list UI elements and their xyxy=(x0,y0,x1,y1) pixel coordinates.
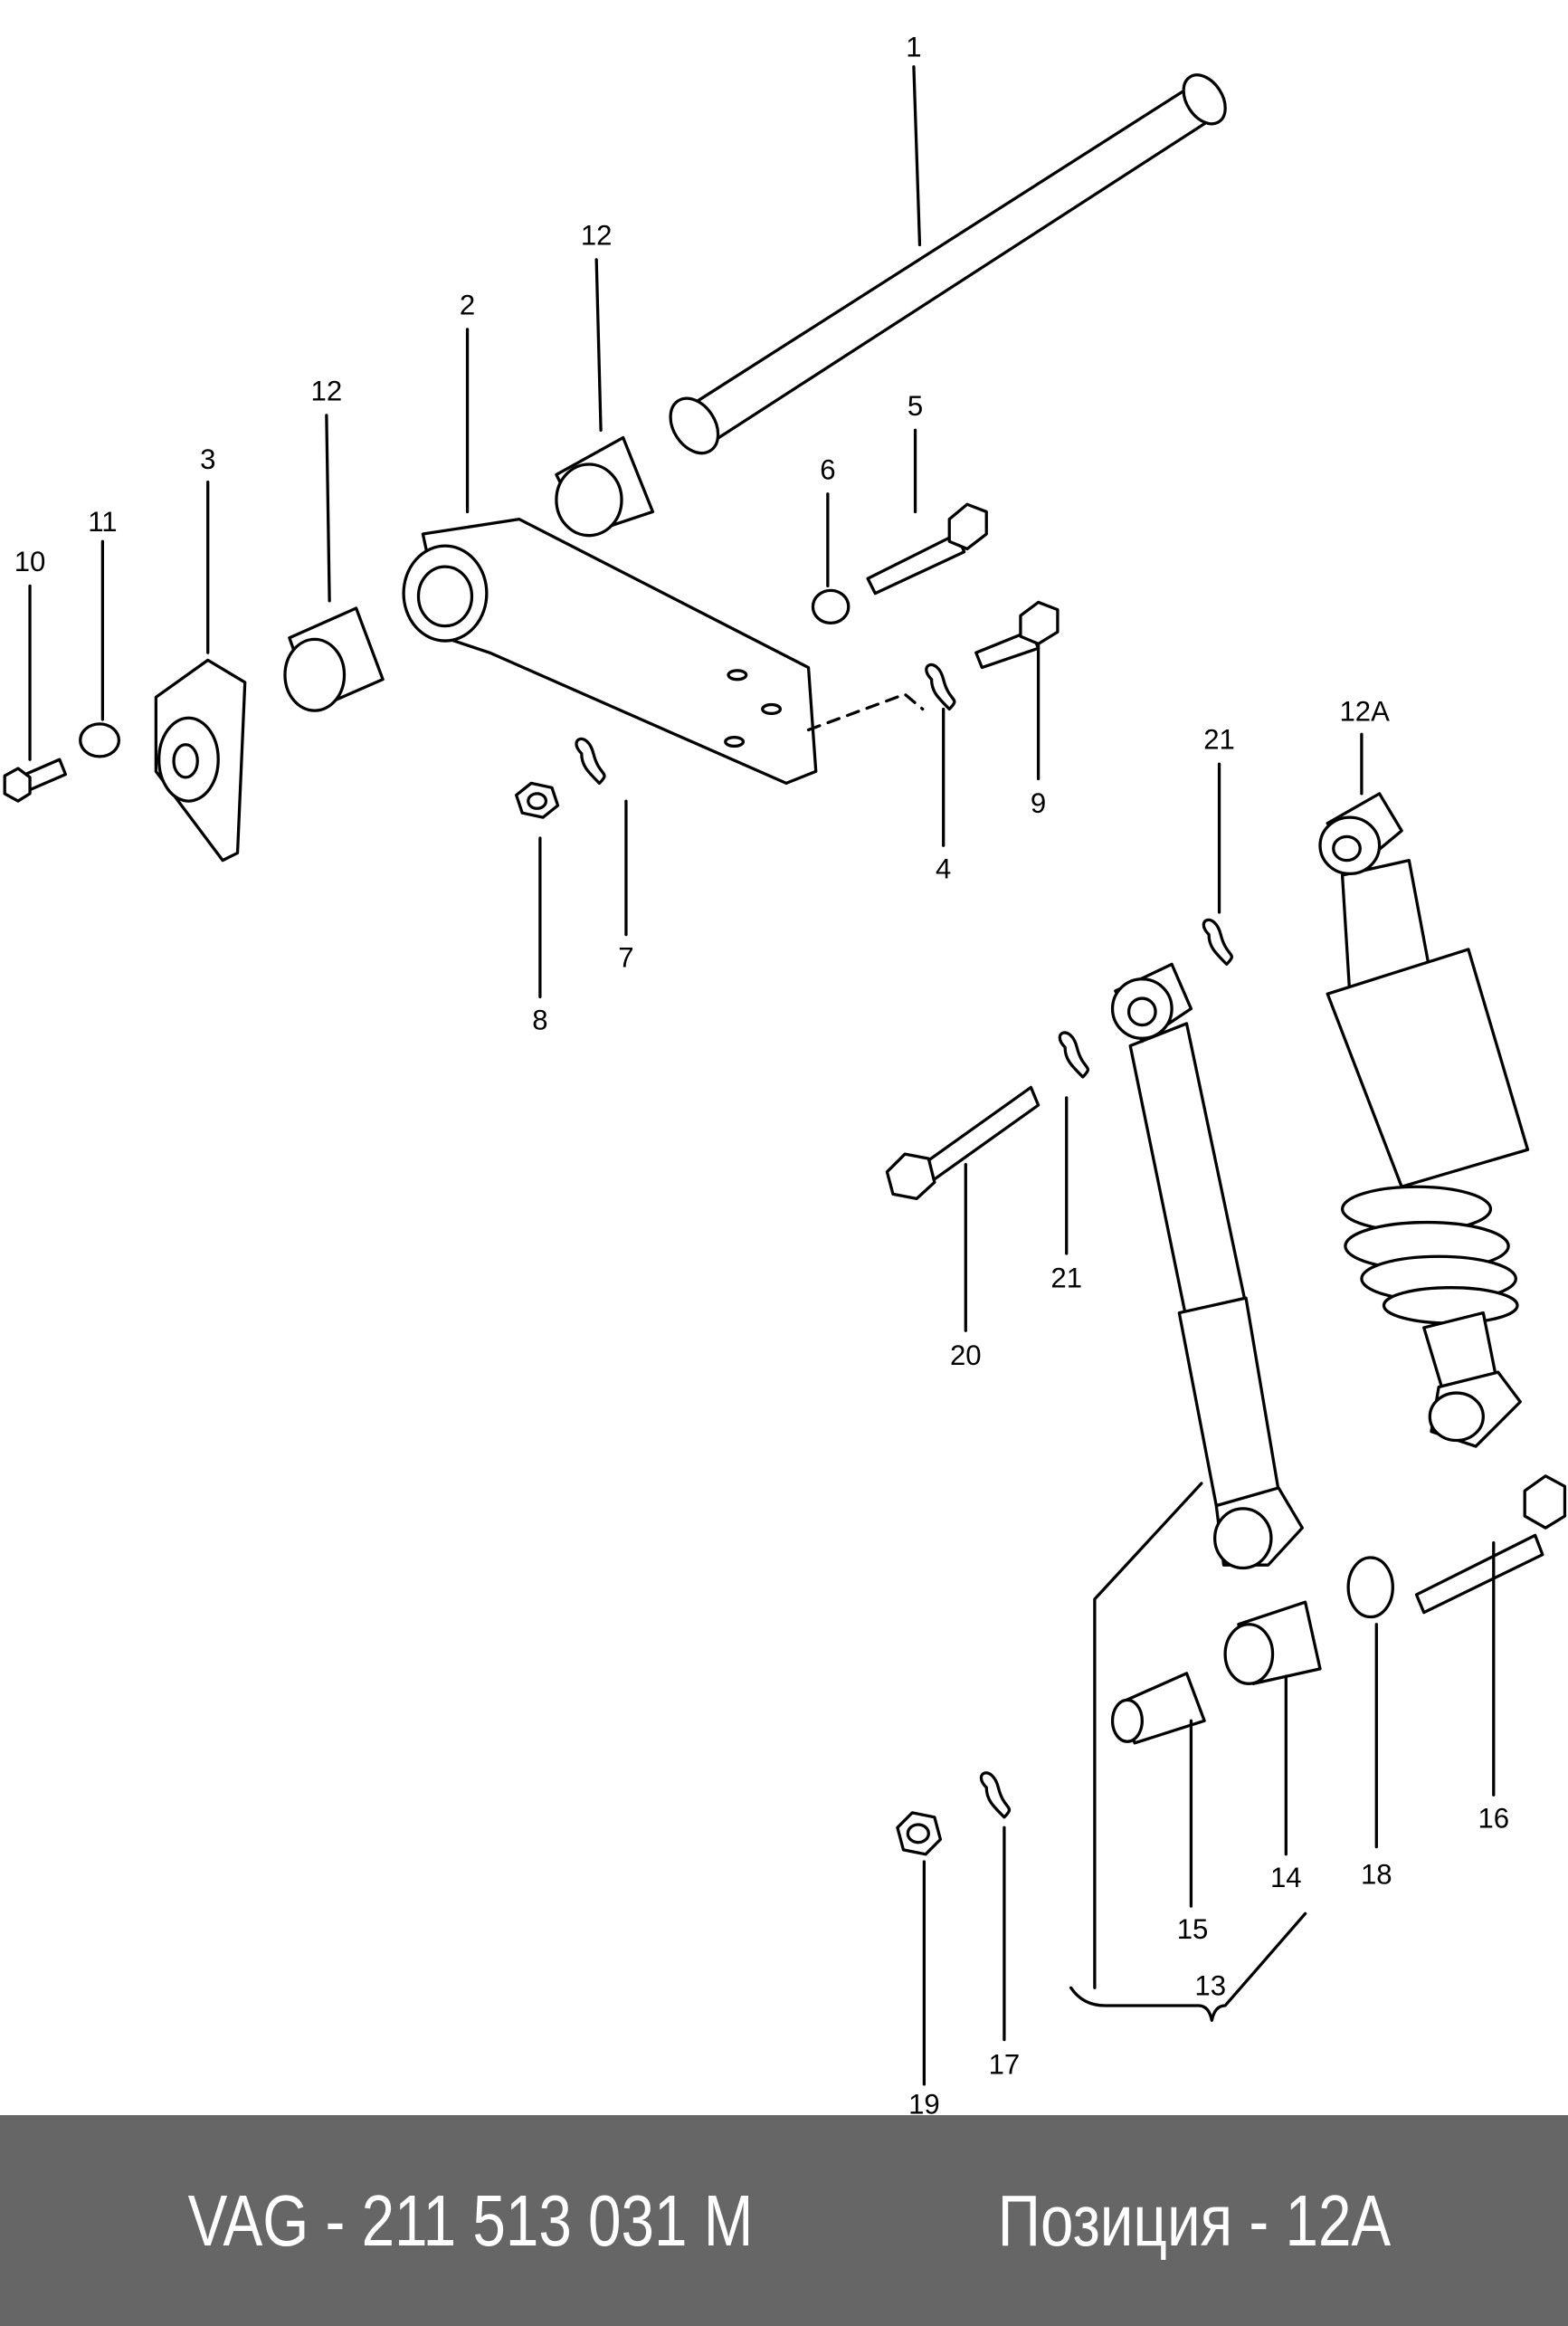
label-part-12A: 12A xyxy=(1339,696,1390,728)
label-part-8: 8 xyxy=(532,1004,547,1035)
washer-part-6 xyxy=(811,588,851,625)
bolt-part-9 xyxy=(974,600,1060,670)
label-part-12: 12 xyxy=(311,376,343,407)
label-part-2: 2 xyxy=(460,289,475,320)
footer-bar: VAG - 211 513 031 M Позиция - 12A xyxy=(0,2115,1568,2326)
nut-part-8 xyxy=(515,781,560,819)
washer-part-18 xyxy=(1346,1556,1394,1619)
nut-part-19 xyxy=(896,1811,943,1856)
label-part-13: 13 xyxy=(1194,1969,1226,2001)
label-part-21: 21 xyxy=(1203,724,1235,756)
label-part-20: 20 xyxy=(950,1339,982,1371)
bushing-part-12-upper xyxy=(555,435,655,538)
circlip-part-7 xyxy=(575,737,606,786)
label-part-5: 5 xyxy=(908,390,923,422)
leader-lines xyxy=(28,65,1496,2086)
circlip-part-4 xyxy=(925,663,956,711)
label-part-4: 4 xyxy=(936,853,951,884)
label-part-12: 12 xyxy=(581,219,613,251)
circlip-part-21-lower xyxy=(1058,1031,1089,1079)
bolt-part-5 xyxy=(866,502,988,596)
label-part-11: 11 xyxy=(88,506,117,538)
bushing-part-12-lower xyxy=(283,606,385,712)
label-part-1: 1 xyxy=(906,31,921,62)
circlip-part-17 xyxy=(979,1771,1011,1819)
shock-absorber-part-12A xyxy=(1318,792,1530,1448)
torsion-bar-part-1 xyxy=(669,73,1227,455)
bolt-part-16 xyxy=(1414,1474,1567,1615)
bolt-part-10 xyxy=(3,758,68,803)
label-part-14: 14 xyxy=(1270,1862,1302,1893)
bolt-part-20 xyxy=(885,1085,1041,1200)
label-part-15: 15 xyxy=(1177,1913,1209,1945)
circlip-part-21-upper xyxy=(1202,918,1233,967)
label-part-17: 17 xyxy=(989,2048,1021,2080)
shock-absorber-part-13 xyxy=(1110,962,1304,1570)
washer-part-11 xyxy=(79,722,121,758)
label-part-6: 6 xyxy=(820,453,835,485)
bearing-cover-part-3 xyxy=(154,658,247,863)
sleeve-part-15 xyxy=(1110,1672,1206,1745)
label-part-9: 9 xyxy=(1031,787,1046,819)
label-part-16: 16 xyxy=(1478,1802,1509,1834)
spring-plate-arm-part-2 xyxy=(402,518,925,786)
position-label: Позиция - 12A xyxy=(997,2180,1392,2261)
label-part-18: 18 xyxy=(1361,1859,1392,1891)
bushing-part-14 xyxy=(1223,1600,1322,1685)
label-part-21: 21 xyxy=(1050,1263,1082,1294)
label-part-3: 3 xyxy=(200,443,215,475)
label-part-19: 19 xyxy=(908,2089,940,2121)
part-number: VAG - 211 513 031 M xyxy=(187,2180,754,2261)
label-part-7: 7 xyxy=(618,942,633,974)
label-part-10: 10 xyxy=(14,546,46,577)
